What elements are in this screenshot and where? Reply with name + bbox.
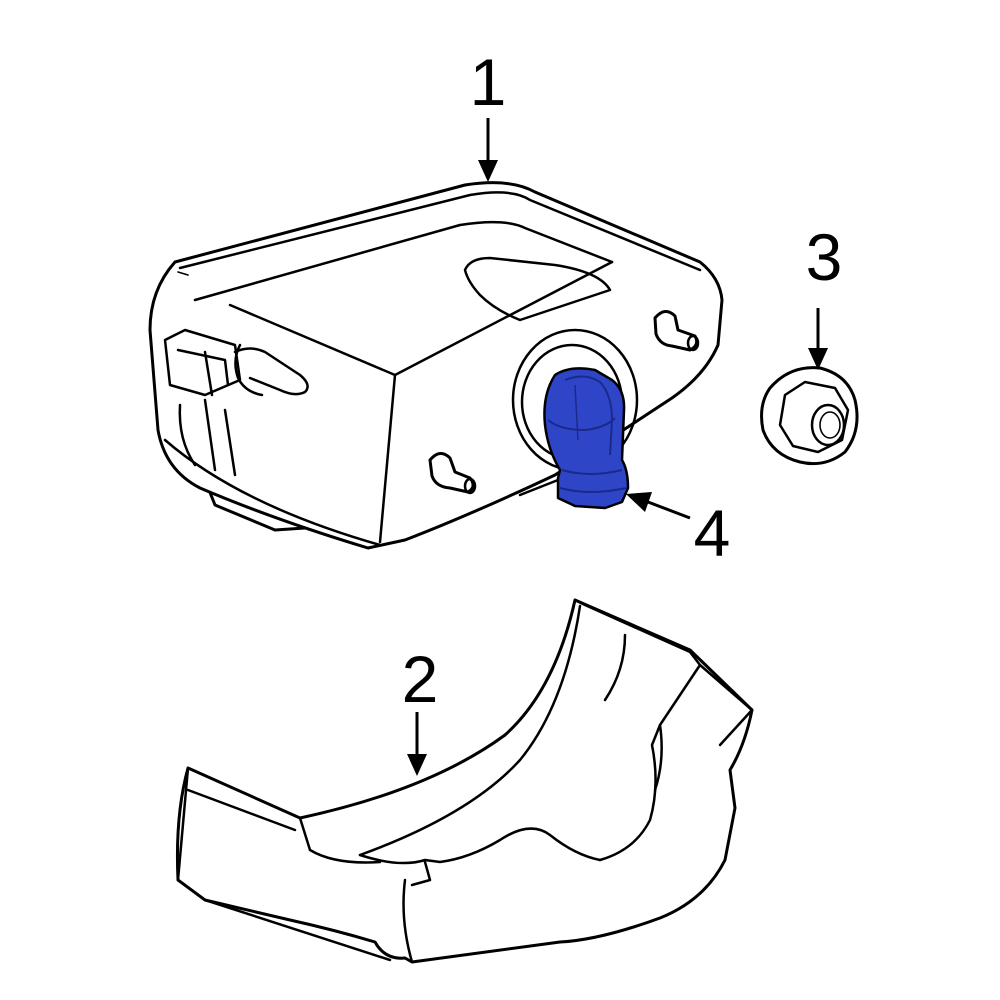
- callout-2: 2: [402, 642, 439, 716]
- stud-lower-left: [428, 452, 477, 495]
- leader-2: [407, 712, 427, 776]
- callout-1: 1: [470, 45, 507, 119]
- leader-3: [808, 308, 828, 370]
- callout-4: 4: [694, 496, 731, 570]
- callout-3: 3: [806, 220, 843, 294]
- part-4-socket: [543, 367, 630, 510]
- part-2-shield: [175, 598, 754, 964]
- part-3-nut: [760, 366, 859, 466]
- leader-1: [478, 118, 498, 182]
- leader-4: [626, 492, 691, 520]
- stud-upper-right: [653, 310, 700, 352]
- part-1-housing: [148, 181, 724, 550]
